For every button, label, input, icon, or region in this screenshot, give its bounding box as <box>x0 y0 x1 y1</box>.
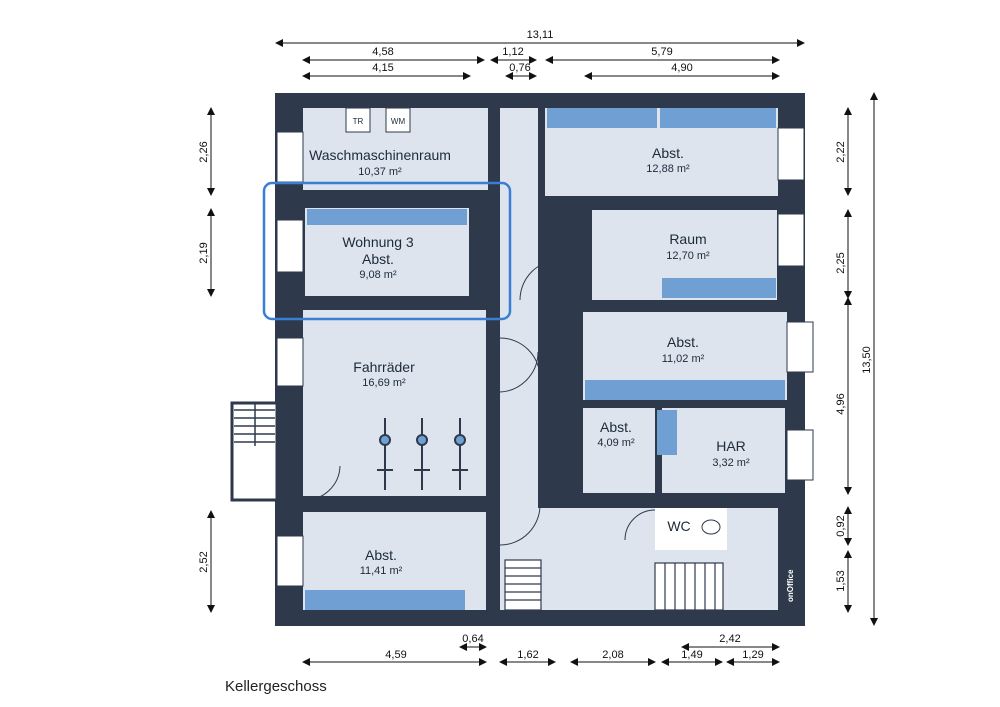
dim-bottom-3: 1,62 <box>517 649 538 661</box>
room-area-abst-small: 4,09 m² <box>597 437 635 449</box>
room-name-wohnung-3: Wohnung 3 <box>342 234 414 250</box>
room-area-fahrraeder: 16,69 m² <box>362 377 406 389</box>
room-name-abst-top-right: Abst. <box>652 145 684 161</box>
room-name-abst-small: Abst. <box>600 419 632 435</box>
brand-logo: onOffice <box>786 569 795 602</box>
washer-label: WM <box>391 117 406 126</box>
dim-right-4: 0,92 <box>835 515 847 536</box>
dryer-label: TR <box>353 117 364 126</box>
dim-top-total: 13,11 <box>527 29 554 41</box>
dryer-icon <box>345 107 371 133</box>
room-area-wohnung-3: 9,08 m² <box>359 269 397 281</box>
room-area-har: 3,32 m² <box>712 457 750 469</box>
interior-stairs <box>504 559 724 611</box>
dim-bottom-1: 0,64 <box>462 633 483 645</box>
room-name-raum: Raum <box>669 231 706 247</box>
dim-top-5: 0,76 <box>509 62 530 74</box>
room-area-raum: 12,70 m² <box>666 250 710 262</box>
room-area-waschmaschinenraum: 10,37 m² <box>358 166 402 178</box>
dim-right-total: 13,50 <box>861 346 873 374</box>
dim-left-3: 2,52 <box>198 551 210 572</box>
room-name-wc: WC <box>667 518 690 534</box>
room-subname-wohnung-3: Abst. <box>362 251 394 267</box>
dim-right-2: 2,25 <box>835 252 847 273</box>
dim-left-1: 2,26 <box>198 141 210 162</box>
dim-top-6: 4,90 <box>671 62 692 74</box>
dim-top-4: 4,15 <box>372 62 393 74</box>
room-labels: Waschmaschinenraum 10,37 m² Abst. 12,88 … <box>309 145 750 577</box>
room-area-abst-top-right: 12,88 m² <box>646 163 690 175</box>
dimension-labels: 13,11 4,58 1,12 5,79 4,15 0,76 4,90 2,26… <box>198 29 873 661</box>
dim-bottom-5: 1,49 <box>681 649 702 661</box>
dim-bottom-6: 1,29 <box>742 649 763 661</box>
dim-bottom-2: 4,59 <box>385 649 406 661</box>
dim-left-2: 2,19 <box>198 242 210 263</box>
dim-bottom-4: 2,08 <box>602 649 623 661</box>
room-area-abst-bottom-left: 11,41 m² <box>360 565 403 577</box>
doors <box>304 207 656 546</box>
room-name-waschmaschinenraum: Waschmaschinenraum <box>309 147 451 163</box>
room-name-abst-bottom-left: Abst. <box>365 547 397 563</box>
washer-icon <box>385 107 411 133</box>
bicycles-icon <box>377 418 468 490</box>
dimension-lines <box>207 39 878 666</box>
room-name-har: HAR <box>716 438 746 454</box>
room-name-abst-mid-right: Abst. <box>667 334 699 350</box>
windows <box>276 127 814 587</box>
dim-bottom-7: 2,42 <box>719 633 740 645</box>
appliances: TR WM <box>345 107 411 133</box>
dim-top-2: 1,12 <box>502 46 523 58</box>
room-name-fahrraeder: Fahrräder <box>353 359 415 375</box>
room-area-abst-mid-right: 11,02 m² <box>662 353 705 365</box>
floor-label: Kellergeschoss <box>225 678 327 695</box>
dim-top-3: 5,79 <box>651 46 672 58</box>
exterior-stair <box>230 401 279 502</box>
dim-right-5: 1,53 <box>835 570 847 591</box>
dim-right-1: 2,22 <box>835 141 847 162</box>
toilet-icon <box>701 519 721 535</box>
furniture <box>305 108 785 610</box>
dim-top-1: 4,58 <box>372 46 393 58</box>
wohnung-3-highlight <box>262 181 512 321</box>
dim-right-3: 4,96 <box>835 393 847 414</box>
